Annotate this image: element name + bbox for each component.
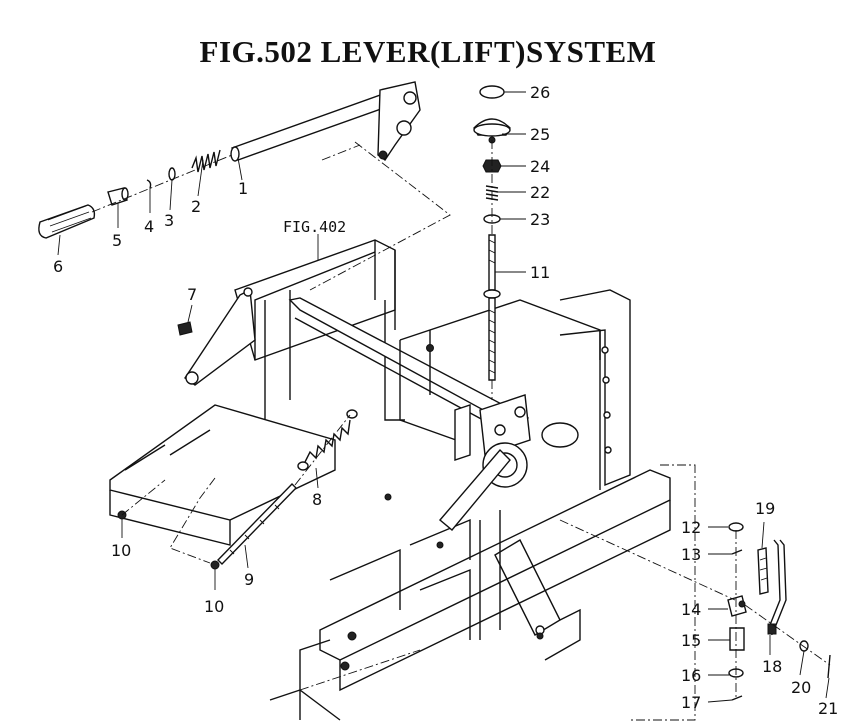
callout-3: 3 (164, 211, 174, 230)
callout-numbers: 1 2 3 4 5 6 7 8 9 10 10 11 12 13 14 15 1… (53, 83, 838, 718)
callout-16: 16 (681, 666, 701, 685)
callout-7: 7 (187, 285, 197, 304)
lever-grip-parts (38, 149, 221, 239)
page-title: FIG.502 LEVER(LIFT)SYSTEM (199, 34, 657, 69)
callout-21: 21 (818, 699, 838, 718)
lift-frame-assembly (109, 239, 671, 721)
callout-1: 1 (238, 179, 248, 198)
callout-24: 24 (530, 157, 550, 176)
callout-2: 2 (191, 197, 201, 216)
callout-18: 18 (762, 657, 782, 676)
callout-12: 12 (681, 518, 701, 537)
assembly-centerlines (91, 140, 831, 721)
callout-19: 19 (755, 499, 775, 518)
callout-26: 26 (530, 83, 550, 102)
callout-9: 9 (244, 570, 254, 589)
callout-13: 13 (681, 545, 701, 564)
lift-spring-parts (117, 321, 358, 570)
callout-20: 20 (791, 678, 811, 697)
callout-10-left: 10 (111, 541, 131, 560)
callout-25: 25 (530, 125, 550, 144)
callout-leaders (57, 91, 830, 703)
callout-5: 5 (112, 231, 122, 250)
lift-lever-arm (230, 81, 421, 162)
callout-10-bottom: 10 (204, 597, 224, 616)
callout-22: 22 (530, 183, 550, 202)
callout-23: 23 (530, 210, 550, 229)
callout-14: 14 (681, 600, 701, 619)
callout-4: 4 (144, 217, 154, 236)
callout-8: 8 (312, 490, 322, 509)
callout-17: 17 (681, 693, 701, 712)
callout-6: 6 (53, 257, 63, 276)
callout-15: 15 (681, 631, 701, 650)
fig-402-reference-label: FIG.402 (283, 218, 346, 236)
callout-11: 11 (530, 263, 550, 282)
